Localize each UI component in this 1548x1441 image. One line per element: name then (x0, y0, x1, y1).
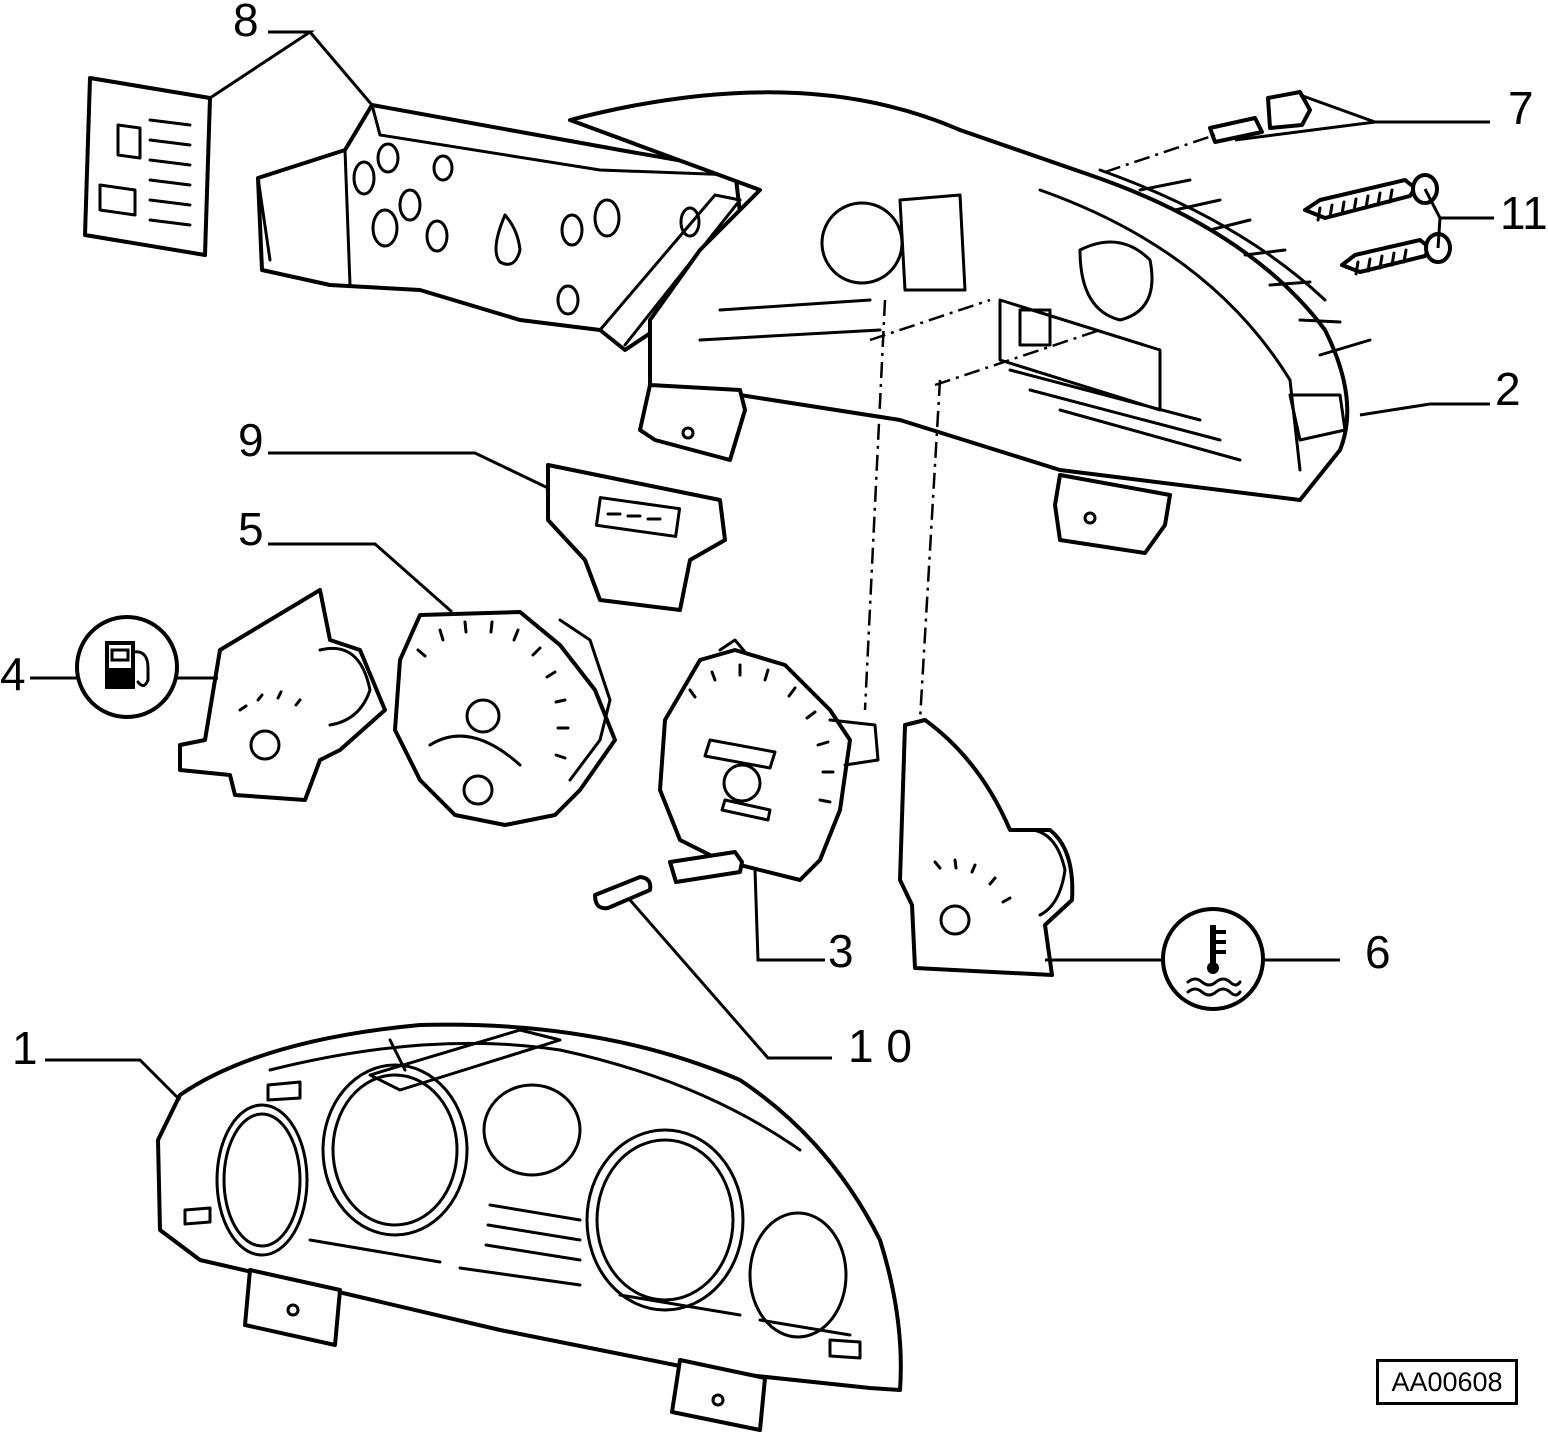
tachometer-gauge (393, 610, 617, 827)
callout-1: 1 (12, 1022, 38, 1074)
printed-circuit-board (256, 103, 744, 352)
cluster-housing (568, 90, 1372, 555)
fuel-pump-icon (75, 615, 179, 719)
bulb-holder (1208, 90, 1312, 144)
connector-card (83, 76, 212, 257)
fuel-gauge (178, 588, 387, 802)
bulb (593, 875, 653, 911)
callout-9: 9 (238, 414, 264, 466)
callout-11: 11 (1500, 187, 1548, 239)
coolant-temperature-icon (1161, 907, 1265, 1011)
callout-5: 5 (238, 503, 264, 555)
display-module (546, 463, 727, 612)
callout-7: 7 (1508, 82, 1534, 134)
reference-code-box: AA00608 (1376, 1359, 1518, 1405)
cluster-front-cover (156, 1022, 903, 1432)
callout-4: 4 (0, 648, 26, 700)
alignment-lines (863, 133, 1216, 721)
screws (1303, 173, 1452, 276)
coolant-temperature-gauge (898, 718, 1075, 977)
callout-8: 8 (233, 0, 259, 46)
leader-lines (30, 30, 1494, 1102)
callout-3: 3 (828, 925, 854, 977)
callout-6: 6 (1365, 926, 1391, 978)
callout-10: 1 0 (848, 1020, 912, 1072)
callout-labels: 8 7 11 2 9 5 4 3 6 1 0 1 (0, 0, 1548, 1074)
speedometer-gauge (658, 638, 880, 884)
callout-2: 2 (1495, 363, 1521, 415)
